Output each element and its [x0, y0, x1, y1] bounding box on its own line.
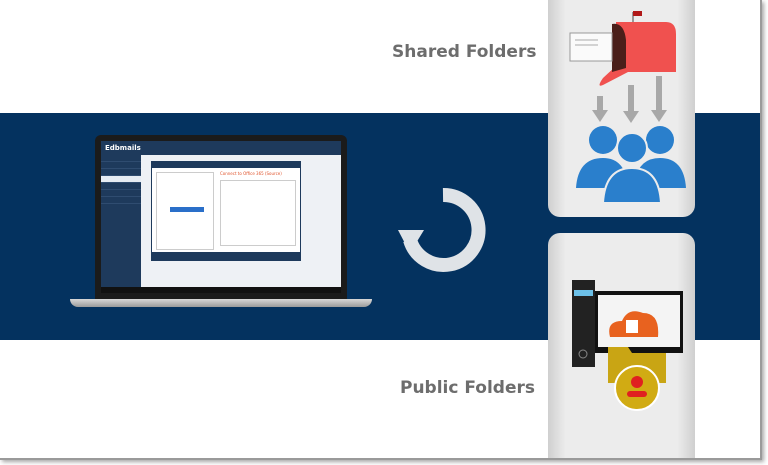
arrow-icons	[592, 76, 667, 123]
app-sidebar	[101, 155, 141, 287]
shared-folders-panel	[548, 0, 695, 217]
server-icon	[572, 280, 595, 367]
sync-icon	[398, 187, 486, 272]
public-folders-panel	[548, 233, 695, 458]
public-folder-icon	[608, 347, 666, 411]
users-icon	[576, 126, 686, 204]
office-cloud-icon	[609, 311, 659, 337]
app-brand: Edbmails	[101, 141, 341, 155]
mailbox-icon	[569, 11, 676, 86]
connect-dialog: Connect to Office 365 (Source)	[151, 161, 301, 261]
laptop-screen: Edbmails Connect to Office 365 (Source)	[95, 135, 347, 299]
shared-folders-label: Shared Folders	[392, 42, 537, 62]
dialog-title: Connect to Office 365 (Source)	[220, 171, 282, 176]
laptop-base	[70, 299, 372, 307]
public-folders-label: Public Folders	[400, 378, 536, 398]
